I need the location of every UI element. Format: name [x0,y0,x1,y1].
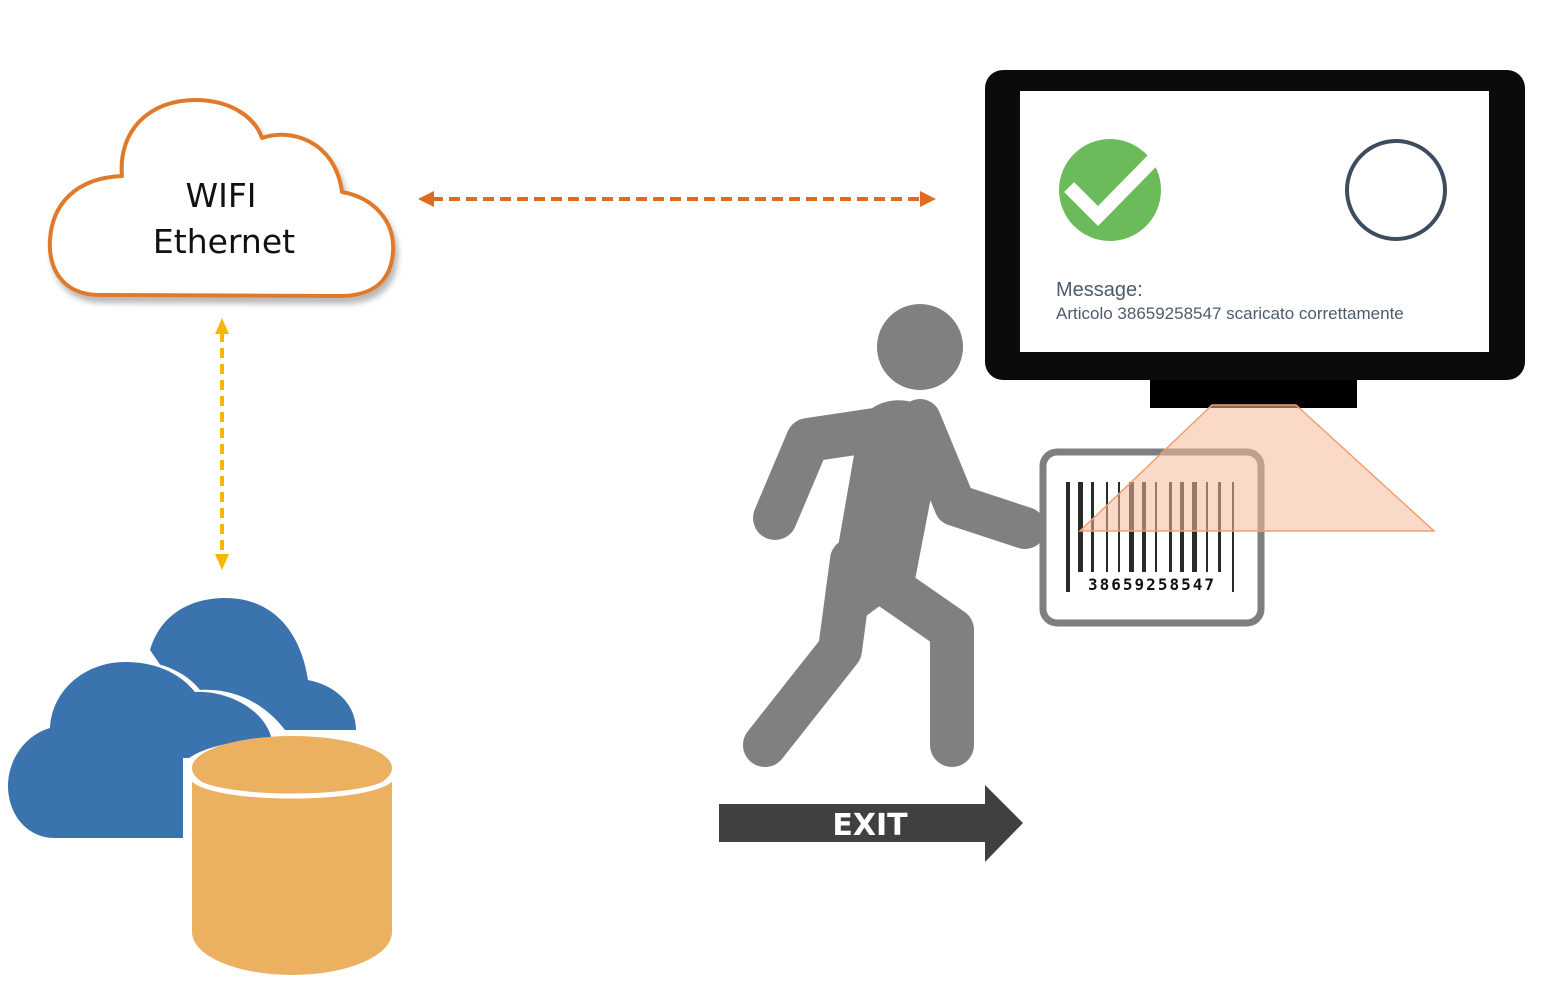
person-walking-icon [743,304,1046,767]
arrowhead-left-icon [418,191,434,207]
person-back-leg [743,538,874,767]
message-text: Articolo 38659258547 scaricato correttam… [1056,304,1404,323]
cloud-storage-icon [0,598,401,980]
exit-arrow: EXIT [719,785,1023,862]
network-display-link [418,191,936,207]
network-ethernet-label: Ethernet [153,222,295,261]
barcode-bar [1066,482,1070,592]
status-ring-icon [1345,139,1447,241]
network-wifi-label: WIFI [185,176,256,215]
scan-beam [1078,404,1436,532]
person-front-arm [899,399,1046,549]
person-head-icon [877,304,963,390]
exit-label: EXIT [832,808,908,843]
message-label: Message: [1056,279,1143,301]
display-monitor: Message: Articolo 38659258547 scaricato … [985,70,1525,408]
barcode-bar [1232,482,1234,592]
database-top-icon [192,736,392,800]
network-cloud [47,98,396,298]
database-rim [190,776,394,799]
network-cloud-outline [47,98,396,298]
success-indicator-icon [1059,139,1161,241]
checkmark-icon [1064,155,1158,226]
arrowhead-right-icon [920,191,936,207]
barcode-digits-label: 38659258547 [1088,575,1216,594]
cloud-database-link [215,318,229,570]
arrowhead-down-icon [215,554,229,570]
exit-arrow-icon [719,785,1023,862]
person-back-arm [753,408,897,540]
database-bottom-icon [192,889,392,975]
person-front-leg [858,558,974,767]
barcode-bar [1078,482,1083,572]
arrowhead-up-icon [215,318,229,334]
